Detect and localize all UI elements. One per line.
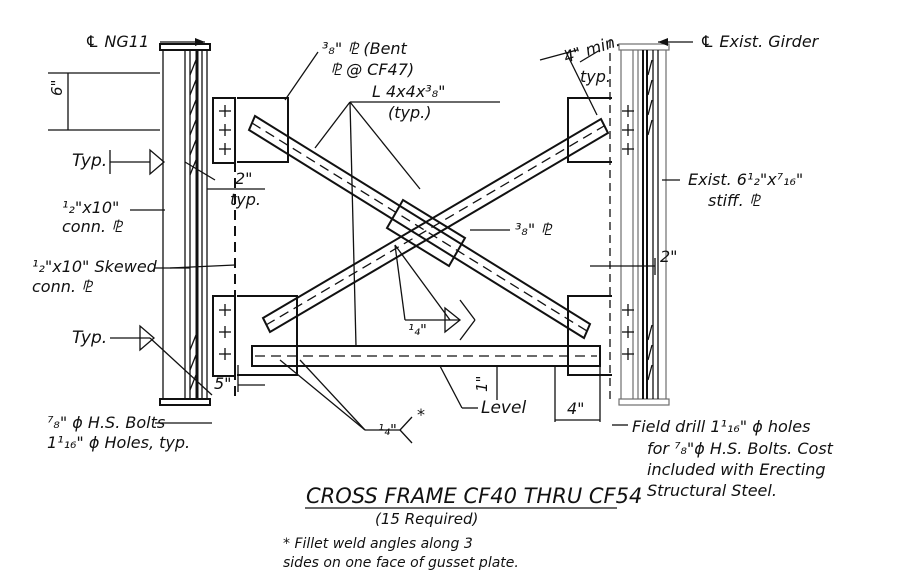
footnote-line-1: * Fillet weld angles along 3 — [283, 536, 473, 552]
angle-label-2: (typ.) — [388, 103, 431, 122]
two-typ-label-1: 2" — [235, 169, 253, 188]
drawing-subtitle: (15 Required) — [375, 510, 478, 528]
field-drill-label-3: included with Erecting — [647, 460, 826, 479]
field-drill-label-4: Structural Steel. — [647, 481, 777, 500]
cl-exist-girder-label: ℄ Exist. Girder — [700, 32, 820, 51]
bolts-label-2: 1¹₁₆" ϕ Holes, typ. — [47, 433, 190, 452]
dim-2-right-label: 2" — [660, 247, 678, 266]
angle-label-1: L 4x4x³₈" — [372, 82, 445, 101]
exist-stiff-label-2: stiff. ⅊ — [708, 191, 762, 210]
cl-ng11-label: ℄ NG11 — [85, 32, 149, 51]
bottom-strut — [251, 345, 601, 367]
dim-6-label: 6" — [48, 80, 66, 96]
weld-quarter-bottom-label: ¹₄" — [378, 421, 397, 439]
field-drill-label-2: for ⁷₈"ϕ H.S. Bolts. Cost — [647, 439, 834, 458]
center-plate — [385, 198, 467, 268]
bolts-label-1: ⁷₈" ϕ H.S. Bolts — [47, 413, 165, 432]
footnote-line-2: sides on one face of gusset plate. — [283, 555, 519, 571]
drawing-title: CROSS FRAME CF40 THRU CF54 — [306, 484, 642, 508]
diagonal-angle-b — [261, 117, 610, 334]
labels: ℄ NG11 ℄ Exist. Girder ³₈" ⅊ (Bent ⅊ @ C… — [32, 31, 834, 571]
bent-plate-label-2: ⅊ @ CF47) — [330, 60, 414, 79]
skew-plate-label-1: ¹₂"x10" Skewed — [32, 257, 158, 276]
left-conn-plates — [212, 97, 236, 400]
exist-stiff-label-1: Exist. 6¹₂"x⁷₁₆" — [688, 170, 803, 189]
min-label-2: typ. — [580, 67, 611, 86]
weld-star-label: * — [417, 405, 425, 424]
dim-5-label: 5" — [214, 374, 232, 393]
right-girder — [609, 38, 693, 406]
conn-plate-label-1: ¹₂"x10" — [62, 198, 119, 217]
skew-plate-label-2: conn. ⅊ — [32, 277, 94, 296]
min-label-1: 4" min. — [561, 31, 622, 67]
weld-symbols — [109, 148, 476, 444]
gusset-plates — [219, 97, 634, 376]
center-plate-label: ³₈" ⅊ — [515, 220, 553, 239]
left-girder — [159, 38, 211, 406]
leader-lines — [48, 49, 680, 431]
dim-1-label: 1" — [473, 376, 491, 392]
bent-plate-label-1: ³₈" ⅊ (Bent — [322, 39, 408, 58]
typ-weld-label-top: Typ. — [72, 151, 107, 171]
dim-4-label: 4" — [567, 399, 585, 418]
weld-quarter-center-label: ¹₄" — [408, 321, 427, 339]
typ-weld-label-bottom: Typ. — [72, 328, 107, 348]
conn-plate-label-2: conn. ⅊ — [62, 217, 124, 236]
field-drill-label-1: Field drill 1¹₁₆" ϕ holes — [632, 417, 810, 436]
level-label: Level — [481, 398, 526, 418]
two-typ-label-2: typ. — [230, 190, 261, 209]
